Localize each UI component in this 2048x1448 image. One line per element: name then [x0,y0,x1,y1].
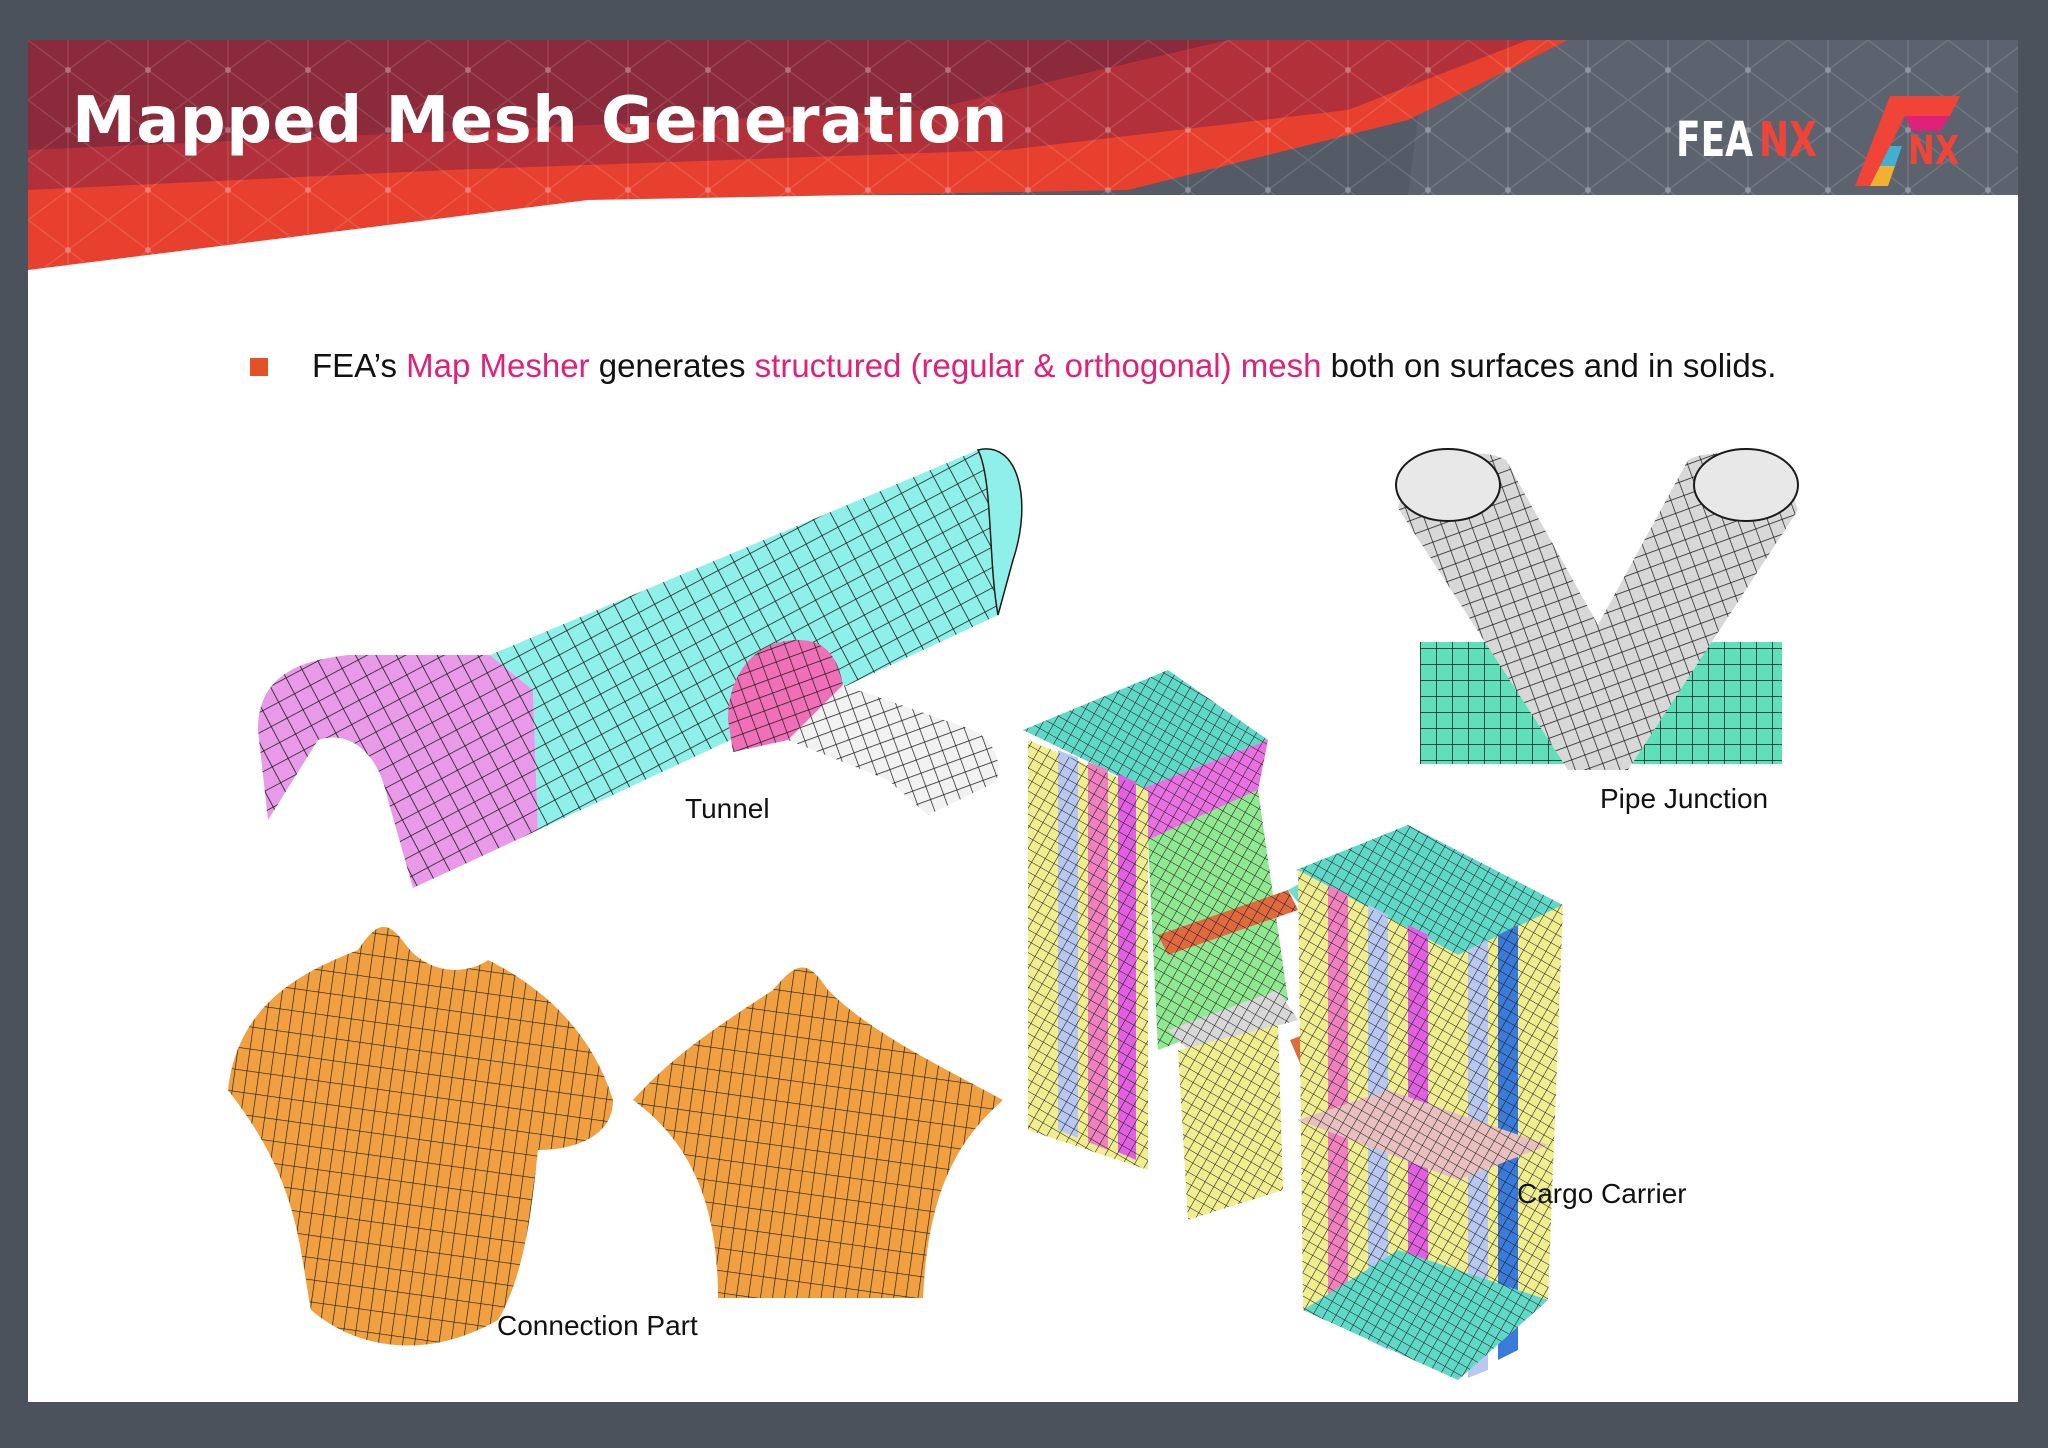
caption-connection-part: Connection Part [497,1310,698,1341]
caption-tunnel: Tunnel [685,793,770,824]
logo-brand: FEA [1676,112,1754,168]
bullet-text: FEA’s Map Mesher generates structured (r… [312,345,1812,386]
caption-pipe-junction: Pipe Junction [1600,783,1769,814]
cargo-carrier-mesh [1023,670,1563,1380]
logo-mark-text: NX [1908,128,1960,174]
mesh-figures [228,448,1799,1380]
caption-cargo-carrier: Cargo Carrier [1517,1178,1687,1209]
pipe-junction-mesh [1395,448,1799,770]
bullet-highlight: structured (regular & orthogonal) mesh [754,347,1322,384]
bullet-highlight: Map Mesher [406,347,590,384]
logo-product: NX [1759,112,1817,168]
slide-title: Mapped Mesh Generation [72,84,1008,158]
nx-logo-mark-icon [1855,96,1960,186]
bullet-part: generates [589,347,755,384]
header-banner [28,40,2018,270]
bullet-part: both on surfaces and in solids. [1321,347,1777,384]
bullet-square-icon [250,358,268,376]
connection-part-mesh [228,926,1003,1346]
bullet-part: FEA’s [312,347,407,384]
tunnel-mesh [258,448,1023,888]
